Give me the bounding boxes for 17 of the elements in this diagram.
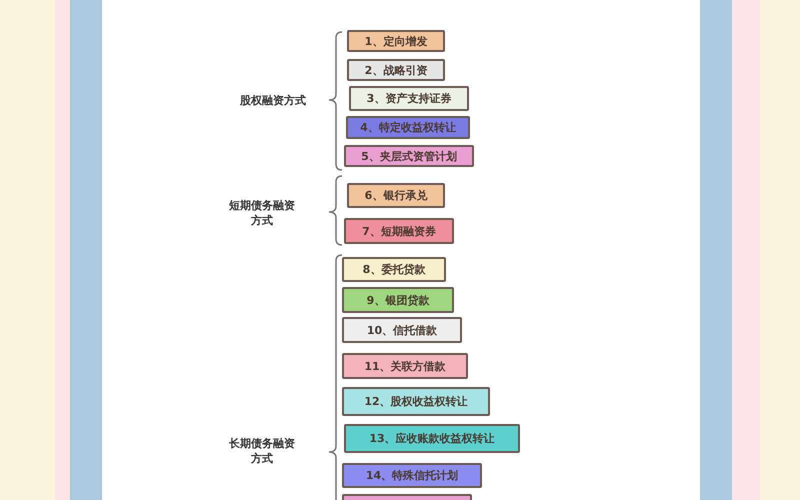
method-box: 5、夹层式资管计划 bbox=[344, 145, 474, 167]
group-label: 长期债务融资方式 bbox=[228, 436, 296, 466]
method-box: 3、资产支持证券 bbox=[349, 86, 469, 111]
method-box: 7、短期融资券 bbox=[344, 218, 454, 244]
method-box: 10、信托借款 bbox=[342, 317, 462, 343]
method-box: 6、银行承兑 bbox=[347, 183, 445, 208]
method-box: 12、股权收益权转让 bbox=[342, 387, 490, 416]
method-box: 4、特定收益权转让 bbox=[346, 116, 470, 139]
method-box: 1、定向增发 bbox=[347, 30, 445, 52]
method-box: 13、应收账款收益权转让 bbox=[344, 424, 520, 453]
method-box: 9、银团贷款 bbox=[342, 287, 454, 313]
method-box: 11、关联方借款 bbox=[342, 353, 468, 379]
group-label: 短期债务融资方式 bbox=[228, 198, 296, 228]
group-label: 股权融资方式 bbox=[238, 93, 307, 108]
method-box: 8、委托贷款 bbox=[342, 257, 446, 282]
method-box: 2、战略引资 bbox=[347, 59, 445, 81]
method-box: 14、特殊信托计划 bbox=[342, 463, 482, 488]
